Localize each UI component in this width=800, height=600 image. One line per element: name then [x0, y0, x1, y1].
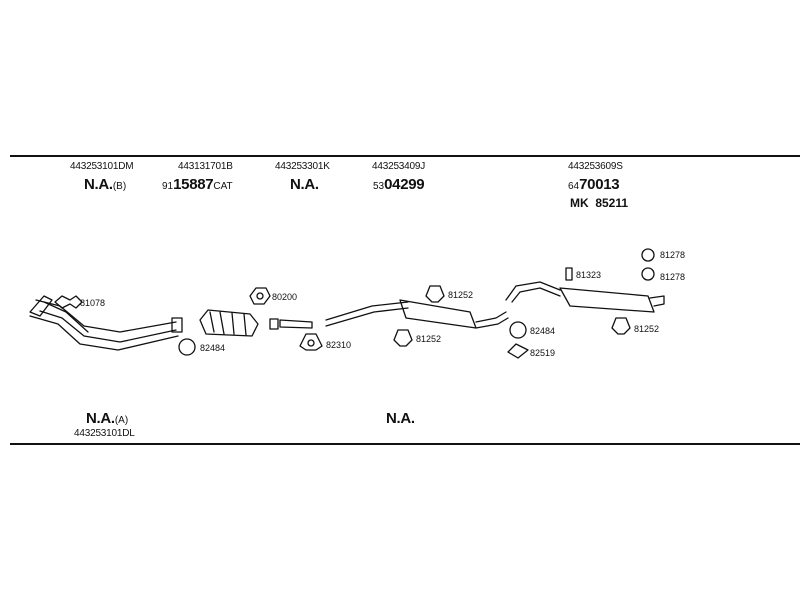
reference-main: N.A. [290, 176, 319, 193]
part-number: 443253609S [568, 161, 623, 172]
component-label: 80200 [272, 292, 297, 302]
catalytic-converter-drawing [199, 309, 259, 337]
seal-ring-drawing [178, 248, 655, 356]
component-label: 82519 [530, 348, 555, 358]
component-label: 81323 [576, 270, 601, 280]
reference-number: 5304299 [373, 176, 425, 194]
connector-pipe-drawing [269, 318, 313, 330]
reference-main: 15887 [173, 176, 214, 193]
reference-main: N.A. [386, 410, 415, 427]
part-number: 443253409J [372, 161, 426, 172]
reference-prefix: 91 [162, 181, 174, 192]
component-label: 82484 [200, 343, 225, 353]
bracket-drawing [565, 267, 573, 281]
bottom-divider [10, 443, 800, 445]
reference-number: N.A.(B) [84, 176, 126, 194]
reference-prefix: 53 [373, 181, 385, 192]
clamp-drawing [299, 333, 323, 351]
part-number: 443253101DM [70, 161, 134, 172]
reference-number: N.A. [386, 410, 415, 428]
middle-silencer-drawing [325, 299, 509, 329]
reference-prefix: 64 [568, 181, 580, 192]
top-divider [10, 155, 800, 157]
reference-main: 70013 [579, 176, 620, 193]
clamp-drawing [249, 287, 271, 305]
reference-suffix: (B) [112, 181, 127, 192]
reference-suffix: CAT [213, 181, 233, 192]
rear-muffler-drawing [505, 281, 665, 313]
reference-number: 9115887CAT [162, 176, 233, 194]
reference-extra: MK 85211 [570, 196, 629, 210]
component-label: 82310 [326, 340, 351, 350]
component-label: 81252 [634, 324, 659, 334]
part-number: 443253301K [275, 161, 330, 172]
rubber-hanger-drawing [393, 285, 631, 347]
component-label: 82484 [530, 326, 555, 336]
reference-number: 6470013 [568, 176, 620, 194]
gasket-drawing [507, 343, 529, 359]
reference-main: N.A. [84, 176, 113, 193]
reference-suffix: (A) [114, 415, 129, 426]
front-pipe-drawing [29, 295, 183, 351]
part-number: 443253101DL [74, 428, 135, 439]
component-label: 81252 [448, 290, 473, 300]
component-label: 81252 [416, 334, 441, 344]
component-label: 81278 [660, 250, 685, 260]
reference-main: 04299 [384, 176, 425, 193]
component-label: 81078 [80, 298, 105, 308]
component-label: 81278 [660, 272, 685, 282]
reference-main: N.A. [86, 410, 115, 427]
gasket-drawing [54, 295, 83, 309]
reference-number: N.A. [290, 176, 319, 194]
part-number: 443131701B [178, 161, 233, 172]
reference-number: N.A.(A) [86, 410, 128, 428]
